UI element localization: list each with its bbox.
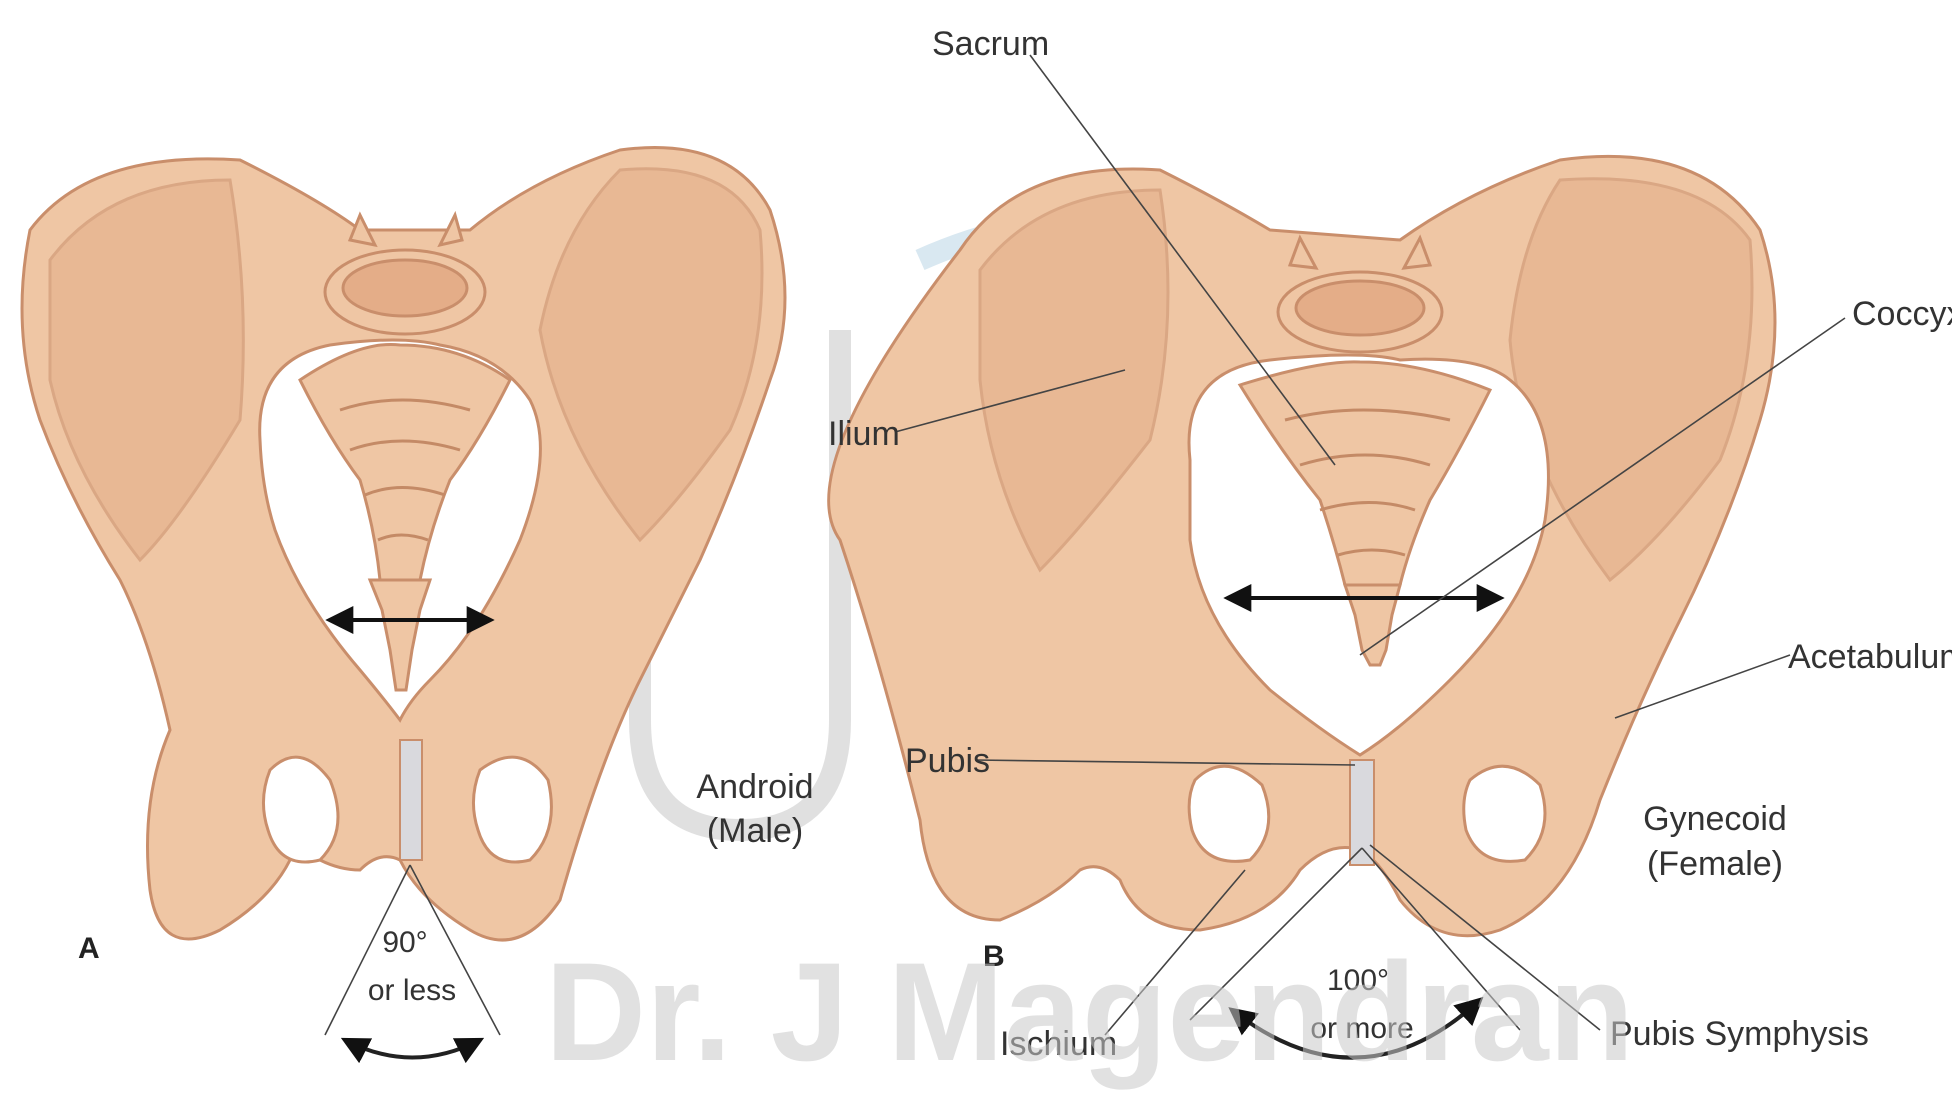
subpubic-angle-arc-a [345,1040,480,1058]
label-pubis-symphysis: Pubis Symphysis [1610,1015,1869,1053]
type-a-line2: (Male) [707,812,803,850]
label-coccyx: Coccyx [1852,295,1952,333]
pubic-symphysis-b [1350,760,1374,865]
type-b-line1: Gynecoid [1643,800,1787,838]
android-pelvis [22,148,785,1058]
label-ilium: Ilium [828,415,900,453]
panel-letter-a: A [78,932,100,965]
gynecoid-pelvis [829,156,1775,1057]
angle-a-line1: 90° [382,926,427,959]
type-a-line1: Android [696,768,813,806]
obturator-foramen-a-right [473,757,551,862]
label-acetabulum: Acetabulum [1788,638,1952,676]
type-b-line2: (Female) [1647,845,1783,883]
angle-a-line2: or less [368,974,456,1007]
label-sacrum: Sacrum [932,25,1049,63]
label-pubis: Pubis [905,742,990,780]
pubic-symphysis-a [400,740,422,860]
watermark-text: Dr. J Magendran [545,933,1634,1090]
obturator-foramen-b-right [1464,766,1545,861]
obturator-foramen-b-left [1189,766,1269,861]
